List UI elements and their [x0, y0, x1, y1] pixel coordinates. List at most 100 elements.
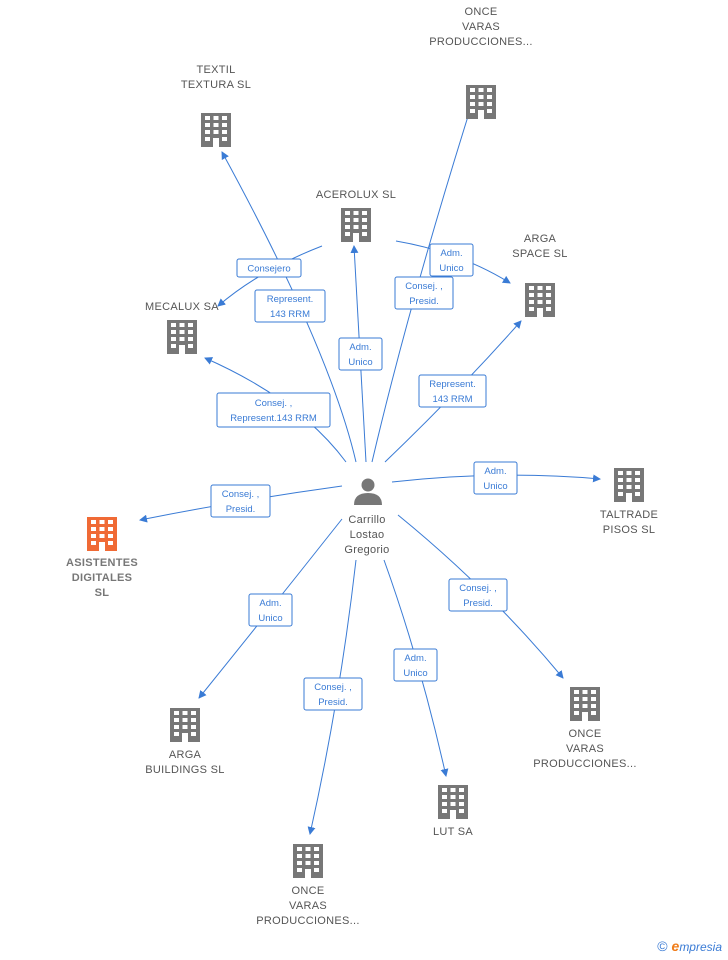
- edge-line: [221, 151, 357, 463]
- edge-label-box[interactable]: [303, 677, 363, 711]
- company-node-mecalux[interactable]: MECALUX SA: [145, 301, 219, 354]
- edge-label-text: Represent.: [429, 379, 475, 390]
- edge-label-text: 143 RRM: [432, 394, 472, 405]
- edge-taltrade: Adm. Unico: [391, 461, 601, 495]
- company-label: ONCE: [292, 885, 325, 897]
- building-icon: [570, 687, 600, 721]
- edge-mecalux-a: Consejero: [217, 245, 323, 307]
- building-icon: [293, 844, 323, 878]
- edge-once1: Consej. , Presid.: [371, 93, 477, 463]
- edge-label-text: Consej. ,: [222, 489, 260, 500]
- edge-label-box[interactable]: [473, 461, 518, 495]
- edge-label-text: Unico: [258, 613, 282, 624]
- company-label: ASISTENTES: [66, 557, 138, 569]
- company-node-once3[interactable]: ONCE VARAS PRODUCCIONES...: [256, 844, 360, 927]
- company-label: ONCE: [465, 6, 498, 18]
- company-label: ARGA: [524, 233, 557, 245]
- edge-label-box[interactable]: [338, 337, 383, 371]
- company-label: VARAS: [566, 743, 604, 755]
- edge-label-text: Represent.: [267, 294, 313, 305]
- building-icon: [170, 708, 200, 742]
- edge-label-text: Unico: [403, 668, 427, 679]
- edge-label-box[interactable]: [236, 258, 302, 278]
- brand-logo-text: mpresia: [679, 940, 722, 954]
- edge-label-text: Presid.: [409, 296, 439, 307]
- edge-label-box[interactable]: [394, 276, 454, 310]
- company-label: PRODUCCIONES...: [429, 36, 533, 48]
- edge-acerolux: Adm. Unico: [338, 245, 383, 463]
- company-node-lut[interactable]: LUT SA: [433, 785, 473, 838]
- edge-label-text: Consejero: [247, 264, 290, 275]
- company-label: MECALUX SA: [145, 301, 219, 313]
- building-icon: [614, 468, 644, 502]
- edge-label-box[interactable]: [418, 374, 487, 408]
- edge-label-text: Adm.: [349, 342, 371, 353]
- edge-label-text: Adm.: [259, 598, 281, 609]
- person-label: Lostao: [350, 529, 385, 541]
- edge-asistentes: Consej. , Presid.: [139, 484, 343, 523]
- person-label: Carrillo: [348, 514, 385, 526]
- building-icon: [438, 785, 468, 819]
- company-node-asistentes[interactable]: ASISTENTES DIGITALES SL: [66, 517, 138, 599]
- company-label: TEXTIL: [196, 64, 235, 76]
- company-label: DIGITALES: [72, 572, 133, 584]
- edge-label-box[interactable]: [216, 392, 331, 428]
- edge-label-text: Adm.: [484, 466, 506, 477]
- footer-brand: © empresia: [657, 938, 722, 954]
- edge-arga-space-b: Represent. 143 RRM: [384, 320, 522, 463]
- company-label: ONCE: [569, 728, 602, 740]
- edge-label-box[interactable]: [429, 243, 474, 277]
- edge-label-text: Adm.: [404, 653, 426, 664]
- person-label: Gregorio: [344, 544, 389, 556]
- company-label: VARAS: [462, 21, 500, 33]
- building-icon: [466, 85, 496, 119]
- company-node-arga-buildings[interactable]: ARGA BUILDINGS SL: [145, 708, 224, 776]
- company-label: PRODUCCIONES...: [533, 758, 637, 770]
- edge-label-box[interactable]: [393, 648, 438, 682]
- edge-label-box[interactable]: [448, 578, 508, 612]
- edge-arga-space-a: Adm.Unico: [395, 240, 511, 284]
- company-label: VARAS: [289, 900, 327, 912]
- edge-label-text: Presid.: [226, 504, 256, 515]
- edge-label-text: Consej. ,: [314, 682, 352, 693]
- edge-label-text: Unico: [483, 481, 507, 492]
- edge-once3: Consej. ,Presid.: [303, 559, 363, 835]
- company-label: PRODUCCIONES...: [256, 915, 360, 927]
- company-node-acerolux[interactable]: ACEROLUX SL: [316, 189, 396, 242]
- company-node-once1[interactable]: ONCE VARAS PRODUCCIONES...: [429, 6, 533, 119]
- edge-label-text: Consej. ,: [405, 281, 443, 292]
- edge-label-text: Consej. ,: [255, 398, 293, 409]
- edge-label-text: Unico: [348, 357, 372, 368]
- company-label: SL: [95, 587, 110, 599]
- building-icon: [167, 320, 197, 354]
- edge-label-text: 143 RRM: [270, 309, 310, 320]
- building-icon: [525, 283, 555, 317]
- edge-label-box[interactable]: [210, 484, 271, 518]
- company-label: BUILDINGS SL: [145, 764, 224, 776]
- person-icon: [354, 478, 382, 505]
- edge-textil: Represent. 143 RRM: [221, 151, 357, 463]
- company-node-once2[interactable]: ONCE VARAS PRODUCCIONES...: [533, 687, 637, 770]
- edge-arga-buildings: Adm. Unico: [198, 518, 343, 699]
- building-icon: [341, 208, 371, 242]
- company-label: PISOS SL: [603, 524, 656, 536]
- edge-once2: Consej. , Presid.: [397, 514, 564, 679]
- company-label: ACEROLUX SL: [316, 189, 396, 201]
- edge-label-box[interactable]: [248, 593, 293, 627]
- edge-label-text: Presid.: [463, 598, 493, 609]
- company-label: SPACE SL: [512, 248, 567, 260]
- company-node-arga-space[interactable]: ARGA SPACE SL: [512, 233, 567, 317]
- company-label: ARGA: [169, 749, 202, 761]
- edge-lut: Adm. Unico: [383, 559, 449, 777]
- edge-label-box[interactable]: [254, 289, 326, 323]
- edge-label-text: Consej. ,: [459, 583, 497, 594]
- brand-logo-initial: e: [671, 938, 680, 954]
- copyright-icon: ©: [657, 938, 668, 954]
- edge-label-text: Unico: [439, 263, 463, 274]
